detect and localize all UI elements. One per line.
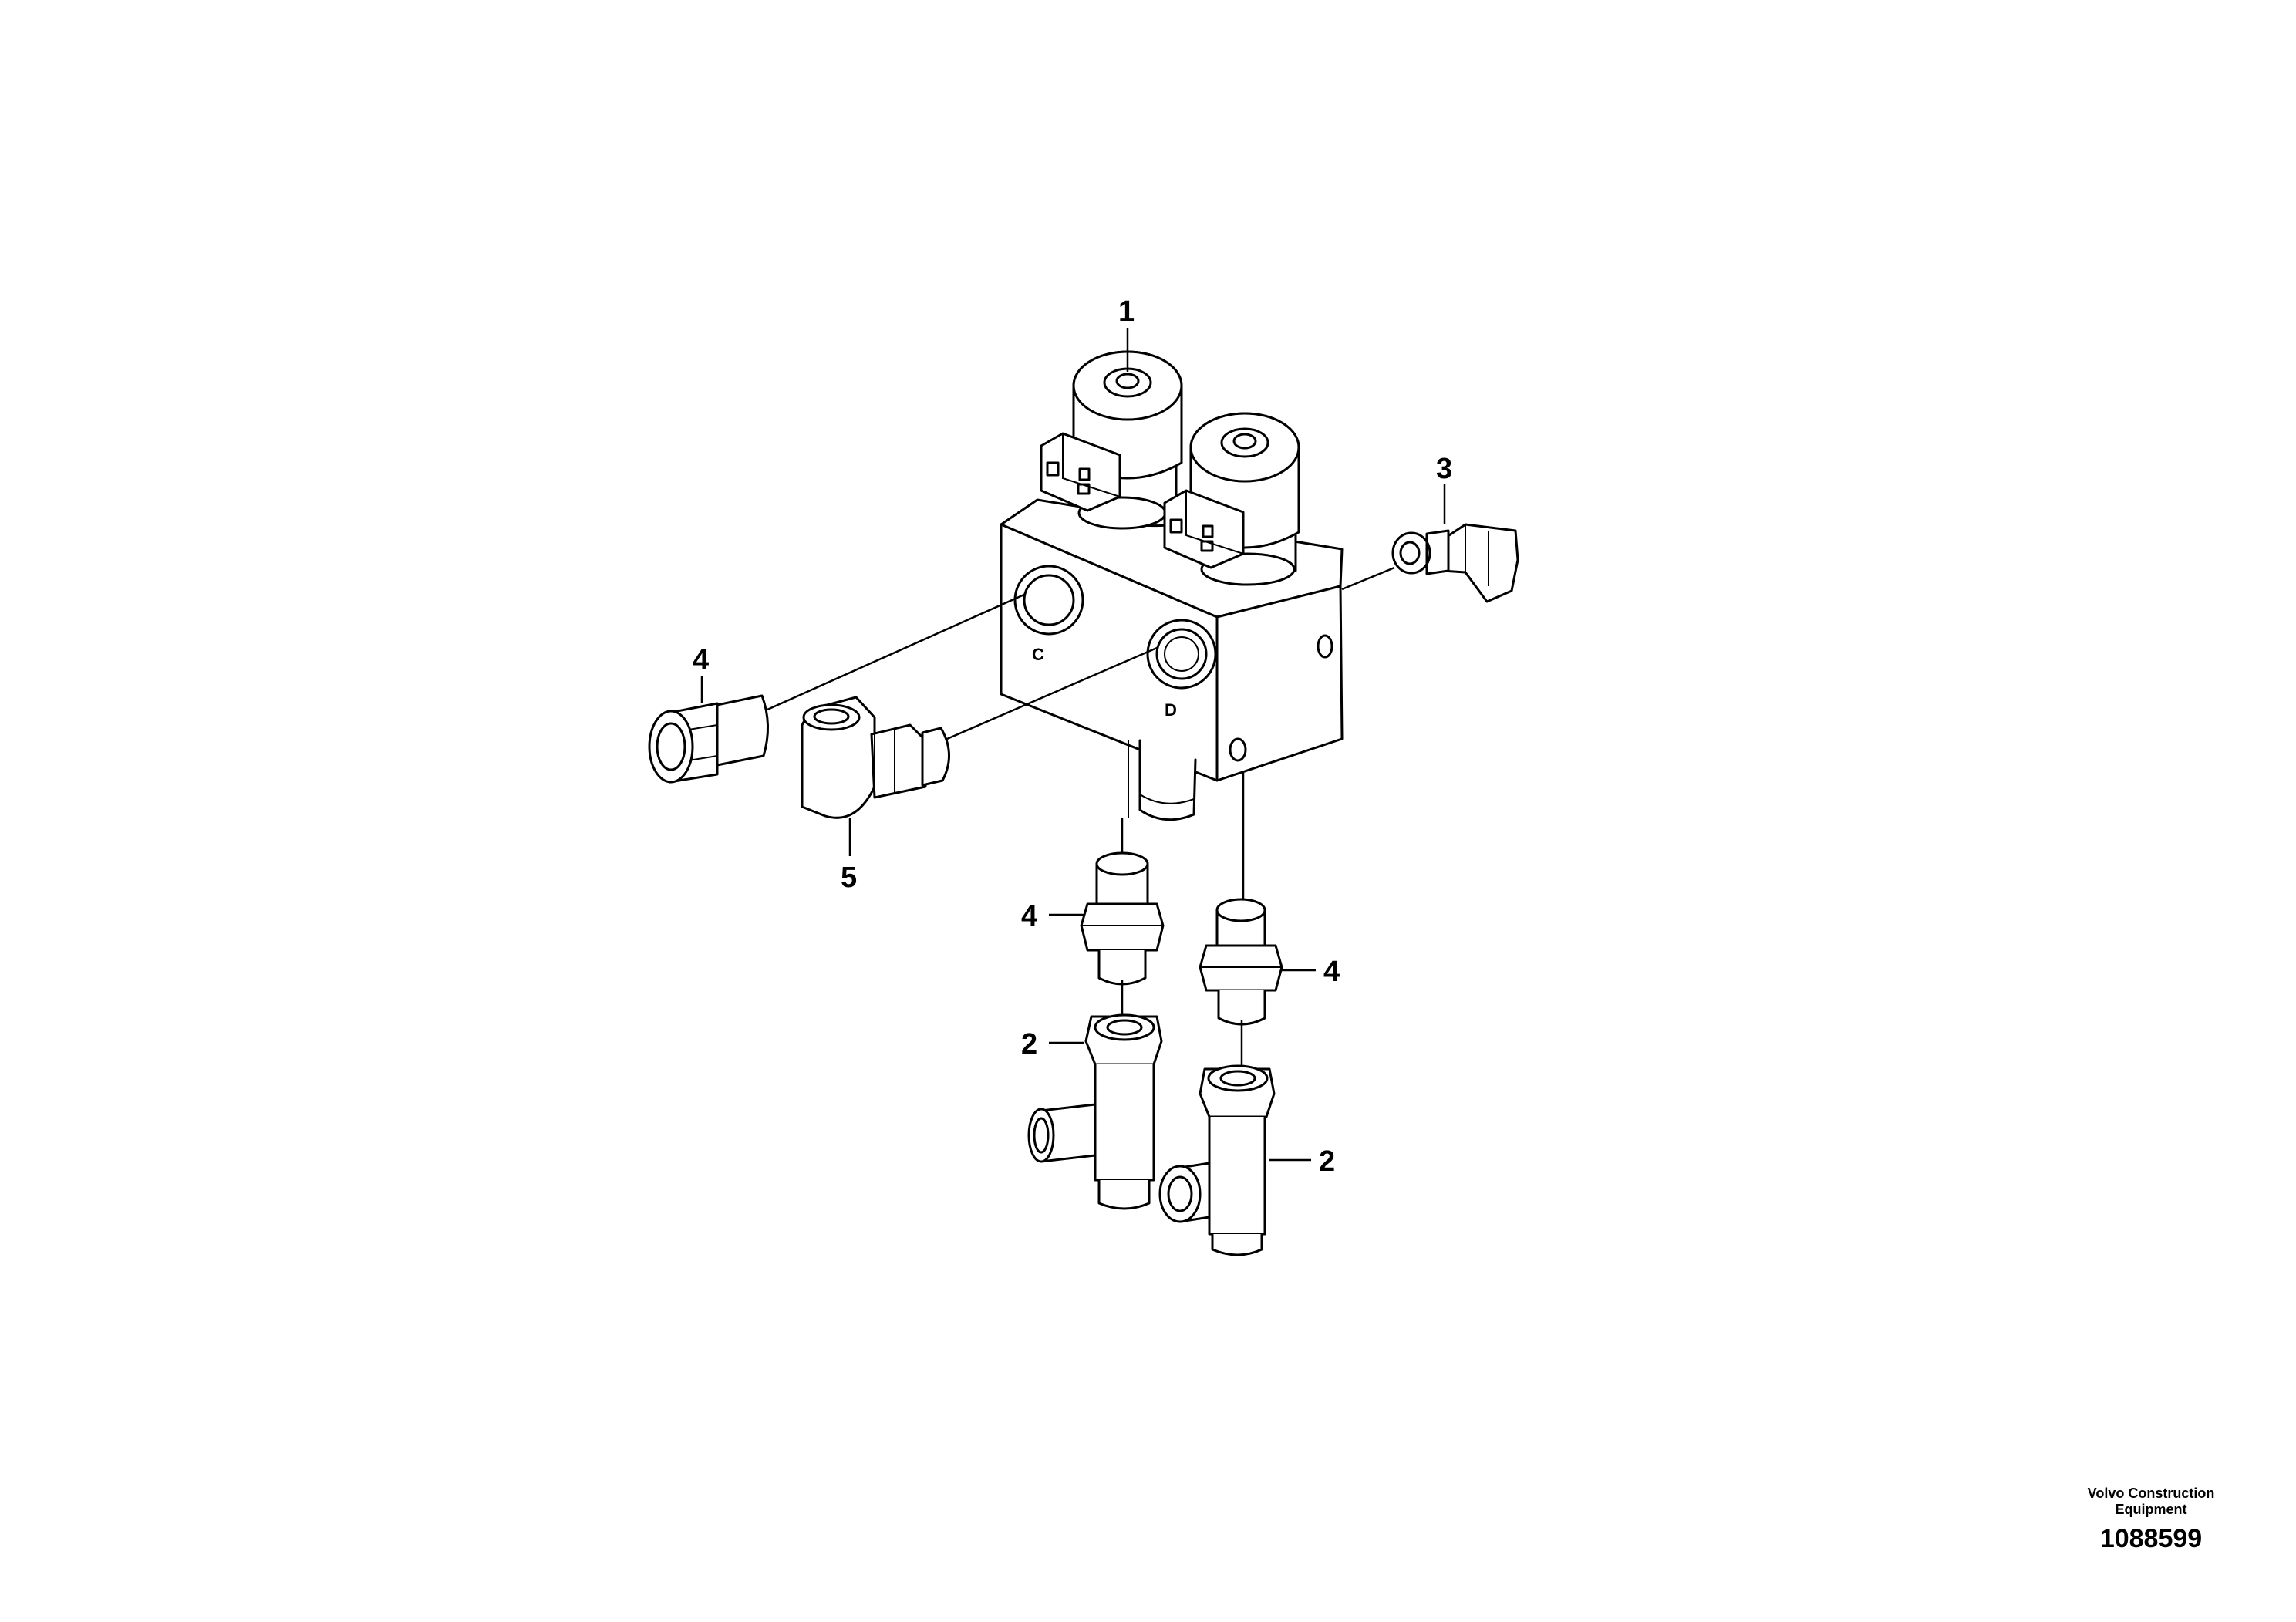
tee-fitting-2-right [1158,1064,1276,1256]
valve-stem [1128,739,1197,821]
publisher-name: Volvo Construction Equipment [2087,1485,2215,1517]
callout-2-right: 2 [1319,1145,1335,1178]
port-label-c: C [1032,645,1044,664]
callout-leaders [700,328,1446,1162]
port-label-d: D [1165,700,1177,720]
adapter-fitting-4-left [648,694,770,784]
callout-numbers: 1 3 4 5 4 4 2 2 [693,295,1452,1178]
assembly-axis-lines [767,566,1395,1066]
solenoid-valve-right [1163,412,1300,586]
document-number: 1088599 [2099,1524,2203,1553]
tee-fitting-2-left [1027,1013,1163,1210]
callout-5: 5 [841,862,857,894]
adapter-fitting-4-right [1199,898,1283,1026]
elbow-fitting-5 [801,696,950,819]
publisher-credit: Volvo Construction Equipment 1088599 [2066,1485,2236,1554]
callout-4-right: 4 [1323,956,1340,988]
solenoid-valve-left [1040,350,1183,530]
callout-4-left: 4 [693,644,709,676]
callout-2-left: 2 [1021,1028,1037,1061]
adapter-fitting-4-middle [1080,851,1165,986]
callout-3: 3 [1436,453,1452,485]
valve-block: C D [1000,498,1344,782]
callout-1: 1 [1118,295,1135,328]
elbow-fitting-3 [1391,523,1519,603]
callout-4-middle: 4 [1021,900,1037,932]
